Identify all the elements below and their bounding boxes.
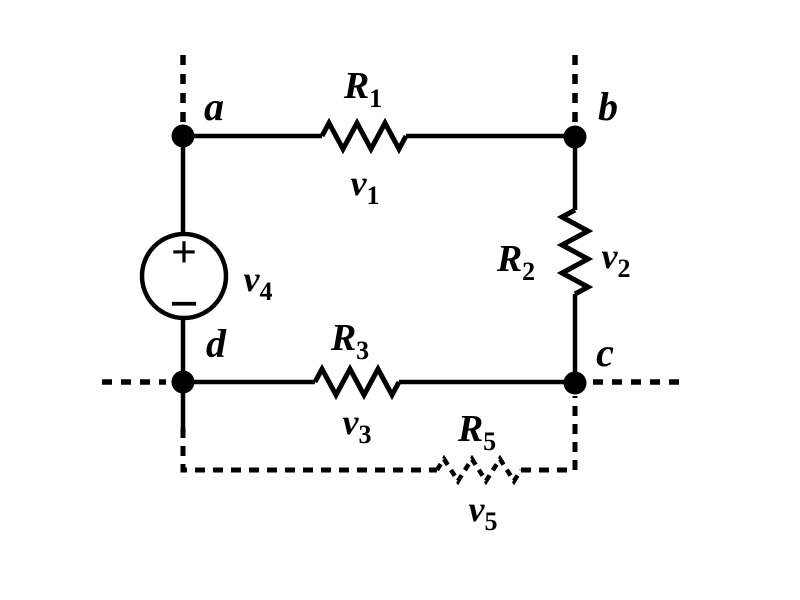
resistor-r3-icon bbox=[312, 363, 402, 401]
node-dot-a bbox=[171, 124, 195, 148]
v4-label-base: v bbox=[244, 259, 261, 299]
v3-label: v3 bbox=[343, 402, 372, 449]
r3-label-sub: 3 bbox=[356, 336, 369, 365]
r1-label-sub: 1 bbox=[369, 84, 382, 113]
node-label-c: c bbox=[596, 330, 614, 375]
v3-label-sub: 3 bbox=[358, 420, 371, 449]
r1-label-base: R bbox=[343, 65, 369, 107]
dashed-loop-left bbox=[180, 428, 437, 473]
node-dot-c bbox=[563, 371, 587, 395]
r5-label: R5 bbox=[457, 408, 496, 456]
node-dot-b bbox=[563, 125, 587, 149]
v2-label-sub: 2 bbox=[617, 254, 630, 283]
resistor-r2-icon bbox=[556, 207, 594, 297]
voltage-source-v4-circle bbox=[139, 231, 229, 321]
v3-label-base: v bbox=[343, 402, 360, 442]
r1-label: R1 bbox=[343, 65, 382, 113]
node-label-b: b bbox=[598, 84, 618, 129]
node-dot-d bbox=[171, 370, 195, 394]
r5-label-sub: 5 bbox=[483, 427, 496, 456]
r2-label-sub: 2 bbox=[522, 257, 535, 286]
v1-label-sub: 1 bbox=[366, 181, 379, 210]
v2-label-base: v bbox=[602, 236, 619, 276]
r3-label-base: R bbox=[330, 317, 356, 359]
v5-label-base: v bbox=[469, 489, 486, 529]
v2-label: v2 bbox=[602, 236, 631, 283]
v1-label: v1 bbox=[351, 163, 380, 210]
plus-sign-icon: + bbox=[171, 226, 197, 277]
v4-label: v4 bbox=[244, 259, 273, 306]
r5-label-base: R bbox=[457, 408, 483, 450]
r3-label: R3 bbox=[330, 317, 369, 365]
r2-label: R2 bbox=[496, 238, 535, 286]
v1-label-base: v bbox=[351, 163, 368, 203]
v4-label-sub: 4 bbox=[259, 277, 272, 306]
resistor-r5-dashed-icon bbox=[435, 454, 523, 486]
node-label-d: d bbox=[206, 321, 227, 366]
r2-label-base: R bbox=[496, 238, 522, 280]
v5-label-sub: 5 bbox=[484, 507, 497, 536]
dashed-loop-right bbox=[521, 396, 578, 473]
node-label-a: a bbox=[204, 84, 224, 129]
v5-label: v5 bbox=[469, 489, 498, 536]
minus-sign-icon: − bbox=[169, 276, 199, 333]
resistor-r1-icon bbox=[319, 117, 409, 155]
